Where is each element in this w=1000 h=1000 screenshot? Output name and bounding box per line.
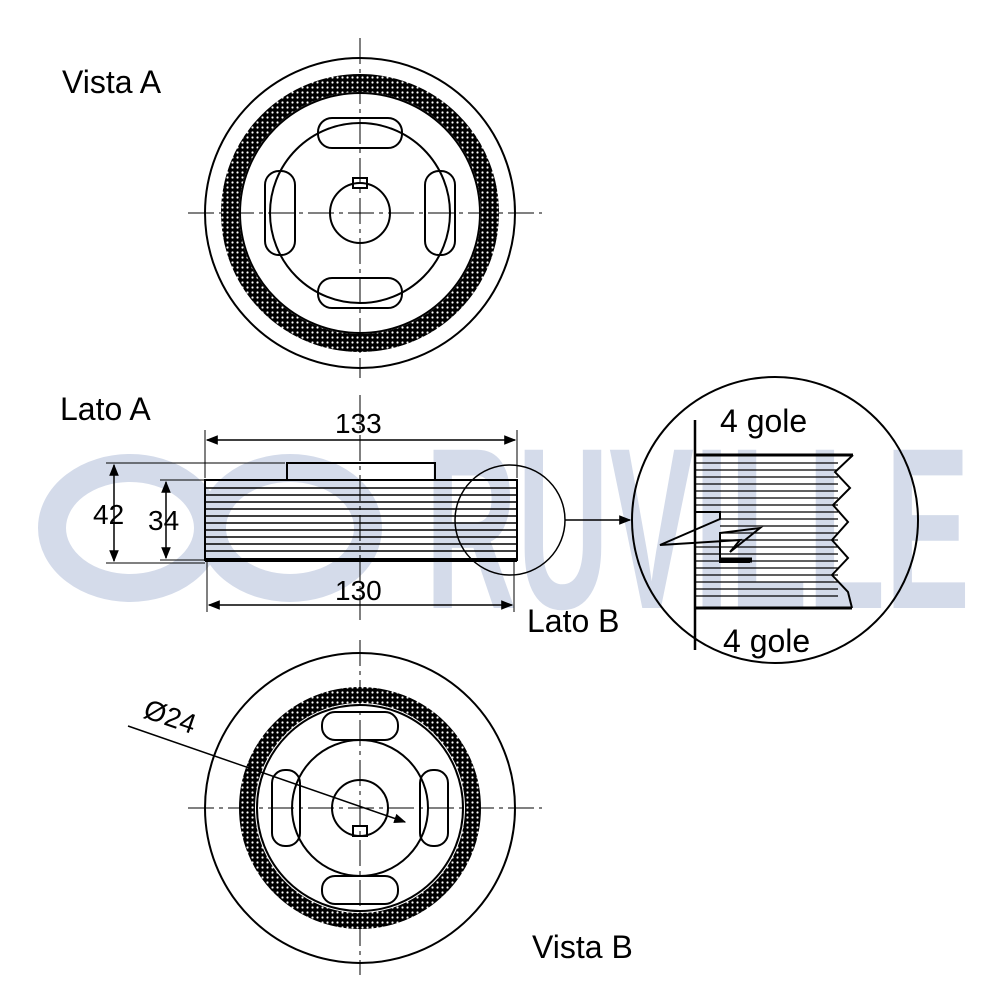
dimension-outer-diameter: 133	[335, 408, 382, 439]
view-b-label: Vista B	[532, 929, 633, 965]
brand-logo-icon	[38, 454, 382, 602]
dimension-belt-width: 130	[335, 575, 382, 606]
detail-grooves-bottom: 4 gole	[723, 623, 810, 659]
view-a-label: Vista A	[62, 64, 162, 100]
side-a-label: Lato A	[60, 391, 151, 427]
dimension-height-inner: 34	[148, 505, 179, 536]
dimension-height-total: 42	[93, 499, 124, 530]
side-b-label: Lato B	[527, 603, 620, 639]
side-view-drawing	[106, 395, 632, 620]
groove-detail-drawing	[631, 376, 919, 664]
view-a-drawing	[188, 38, 542, 378]
detail-grooves-top: 4 gole	[720, 403, 807, 439]
groove-detail-lines	[695, 462, 838, 597]
brand-watermark: RUVILLE	[38, 400, 970, 657]
view-b-drawing	[127, 640, 542, 975]
